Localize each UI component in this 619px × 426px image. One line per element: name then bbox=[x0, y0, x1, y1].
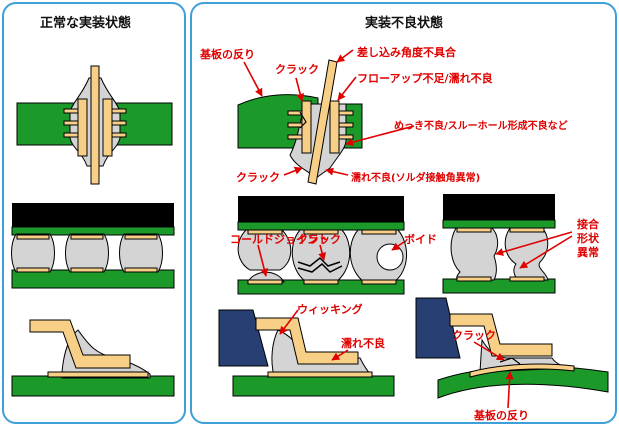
solder-ball bbox=[11, 233, 55, 273]
label-joint-shape-1: 接合 bbox=[577, 217, 600, 231]
land-tab bbox=[111, 120, 127, 126]
label-crack-lower: クラック bbox=[236, 171, 280, 184]
pad bbox=[469, 363, 575, 378]
land-tab bbox=[63, 108, 79, 114]
land-tab bbox=[111, 132, 127, 138]
through-hole-land-right bbox=[329, 100, 340, 154]
label-joint-shape-2: 形状 bbox=[577, 231, 600, 245]
pcb-board bbox=[11, 375, 175, 397]
land-tab bbox=[63, 120, 79, 126]
label-wetting-lead: 濡れ不良 bbox=[341, 336, 385, 350]
pcb-board bbox=[11, 269, 175, 289]
normal-through-hole bbox=[16, 65, 173, 185]
defect-bga-right bbox=[442, 194, 556, 294]
label-cold-joint: コールドジョイント bbox=[230, 233, 329, 246]
defect-gull-wing-wicking bbox=[218, 309, 395, 397]
pcb-board bbox=[232, 375, 395, 397]
component-lead bbox=[449, 313, 553, 357]
bga-package bbox=[238, 196, 404, 222]
defect-through-hole bbox=[237, 59, 363, 185]
mold-body bbox=[415, 297, 461, 359]
crack-mark bbox=[299, 111, 307, 129]
through-hole-land-left bbox=[301, 100, 312, 154]
through-hole-land-right bbox=[102, 98, 113, 157]
pad bbox=[47, 371, 149, 378]
label-void: ボイド bbox=[404, 232, 437, 246]
bga-package bbox=[443, 194, 555, 220]
solder-ball bbox=[237, 229, 292, 271]
bga-package bbox=[12, 203, 174, 227]
void bbox=[376, 243, 404, 271]
label-flowup: フローアップ不足/濡れ不良 bbox=[357, 71, 493, 85]
component-lead bbox=[90, 65, 100, 185]
label-crack-top: クラック bbox=[275, 63, 319, 76]
warped-board bbox=[437, 365, 609, 399]
through-hole-land-left bbox=[77, 98, 88, 157]
label-plating: めっき不良/スルーホール形成不良など bbox=[394, 119, 568, 132]
normal-gull-wing bbox=[11, 319, 175, 397]
label-insert-angle: 差し込み角度不具合 bbox=[357, 45, 457, 59]
label-wicking: ウィッキング bbox=[297, 302, 363, 316]
defect-panel-title: 実装不良状態 bbox=[365, 16, 444, 31]
label-board-warp-top: 基板の反り bbox=[199, 47, 255, 61]
label-wetting-contact: 濡れ不良(ソルダ接触角異常) bbox=[351, 171, 480, 184]
land-tab bbox=[63, 132, 79, 138]
land-tab bbox=[111, 108, 127, 114]
crack-mark bbox=[499, 357, 521, 365]
annotation-arrows bbox=[243, 49, 573, 409]
deformed-solder bbox=[450, 227, 499, 281]
label-joint-shape-3: 異常 bbox=[577, 245, 599, 259]
solder-ball bbox=[65, 233, 109, 273]
defect-gull-wing-warp bbox=[415, 297, 609, 399]
tilted-lead bbox=[307, 59, 338, 185]
label-crack-bga: クラック bbox=[297, 233, 341, 246]
normal-bga bbox=[11, 203, 175, 289]
label-board-warp-bottom: 基板の反り bbox=[473, 408, 529, 422]
normal-panel-title: 正常な実装状態 bbox=[40, 16, 132, 31]
annotation-labels: 基板の反り クラック 差し込み角度不具合 フローアップ不足/濡れ不良 めっき不良… bbox=[199, 45, 600, 422]
component-lead bbox=[29, 319, 131, 369]
solder-ball bbox=[119, 233, 163, 273]
label-crack-lead: クラック bbox=[452, 329, 496, 342]
deformed-solder bbox=[504, 227, 549, 281]
